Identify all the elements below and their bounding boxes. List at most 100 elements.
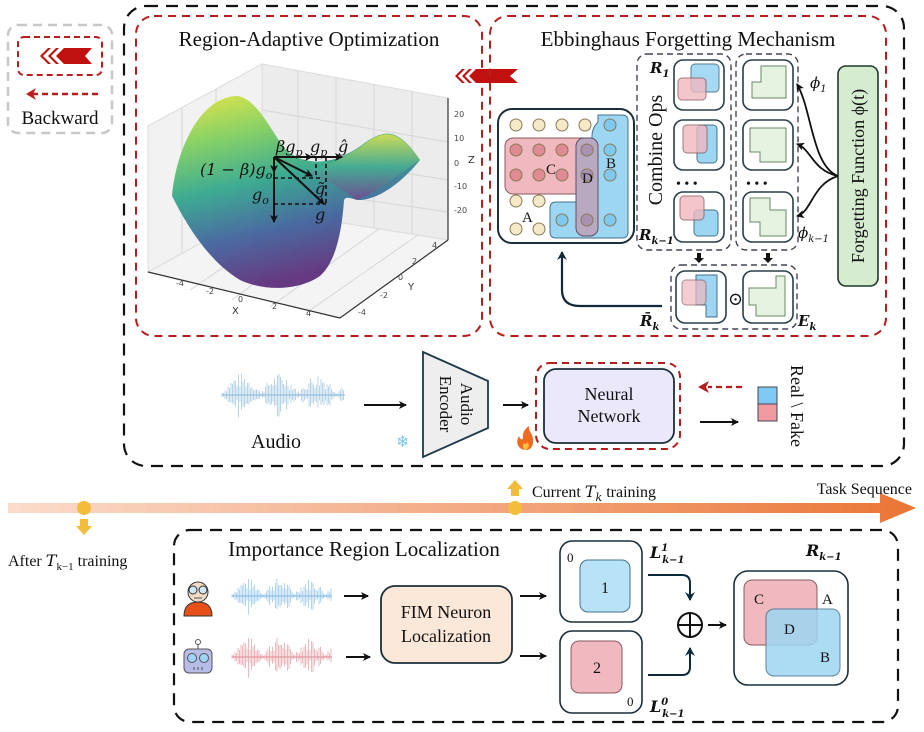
snowflake-icon: ❄ xyxy=(396,432,409,451)
rk1-region-c: C xyxy=(754,592,764,608)
x-axis-label: X xyxy=(232,306,239,317)
hadamard-operator: ⊙ xyxy=(728,289,743,309)
importance-region-panel: Importance Region Localization FIM Neur xyxy=(172,528,900,724)
forgetting-mask-k1 xyxy=(742,191,794,243)
mask2-zero: 0 xyxy=(627,694,634,709)
rk1-label: Rk−1 xyxy=(638,226,674,247)
svg-text:-20: -20 xyxy=(454,206,467,215)
fire-icon xyxy=(517,426,534,450)
region-mask-r2 xyxy=(673,119,725,171)
current-task-label: Current Tk training xyxy=(532,482,656,504)
arrow-l1-to-sum xyxy=(648,574,695,601)
arrow-l0-to-sum xyxy=(648,647,695,676)
forgetting-mask-column: • • • xyxy=(735,53,799,251)
svg-text:-2: -2 xyxy=(206,287,214,296)
mask2-value: 2 xyxy=(593,660,601,677)
importance-title: Importance Region Localization xyxy=(228,537,500,561)
dashed-arrow-left-icon xyxy=(26,88,98,100)
neuron-region-grid: C D B A xyxy=(497,108,635,244)
forgetting-mask-2 xyxy=(742,119,794,171)
y-axis-ticks: -4 -2 0 2 4 xyxy=(358,241,437,317)
down-arrow-icon xyxy=(76,519,92,535)
region-adaptive-panel: Region-Adaptive Optimization xyxy=(135,15,483,337)
phik1-label: ϕk−1 xyxy=(798,224,829,245)
region-d-label: D xyxy=(582,171,593,187)
region-adaptive-title: Region-Adaptive Optimization xyxy=(179,27,440,51)
gradient-vectors xyxy=(270,153,343,223)
svg-text:-2: -2 xyxy=(380,291,388,300)
training-panel xyxy=(122,4,906,468)
after-task-label: After Tk−1 training xyxy=(8,551,127,573)
svg-text:0: 0 xyxy=(454,159,459,168)
forgetting-function-box: Forgetting Function ϕ(t) ϕ1 ϕk−1 xyxy=(796,65,879,287)
combine-ops-label: Combine Ops xyxy=(645,95,667,206)
real-fake-label: Real \ Fake xyxy=(787,365,807,447)
rk1-region-b: B xyxy=(820,650,830,666)
ebbinghaus-panel: Ebbinghaus Forgetting Mechanism C D B A … xyxy=(489,15,887,337)
rk1-region-d: D xyxy=(784,622,795,638)
r1-label: R1 xyxy=(649,59,669,80)
svg-text:-10: -10 xyxy=(454,182,467,191)
region-mask-rk1 xyxy=(673,191,725,243)
svg-text:0: 0 xyxy=(238,295,243,304)
rbar-k-label: R̄k xyxy=(639,311,659,333)
audio-waveform xyxy=(221,373,345,418)
up-arrow-icon xyxy=(507,480,523,496)
forgetting-function-label: Forgetting Function ϕ(t) xyxy=(848,89,869,263)
task-sequence-label: Task Sequence xyxy=(817,481,912,498)
combined-region-rk1: C A D B Rk−1 xyxy=(733,541,849,686)
svg-text:20: 20 xyxy=(454,110,464,119)
region-mask-r1 xyxy=(673,59,725,111)
mask1-value: 1 xyxy=(601,580,609,597)
region-c-label: C xyxy=(546,162,556,178)
combine-ops-column: Combine Ops • • • R1 Rk−1 xyxy=(636,53,732,251)
chevron-arrow-left-icon xyxy=(40,48,92,64)
y-axis-label: Y xyxy=(407,282,415,293)
feedback-arrow xyxy=(557,251,662,308)
task-sequence-timeline: Current Tk training Task Sequence After … xyxy=(8,480,916,573)
svg-text:2: 2 xyxy=(272,302,277,311)
backward-label: Backward xyxy=(21,108,99,129)
mask1-zero: 0 xyxy=(567,550,574,565)
robot-speaker-icon xyxy=(183,639,213,674)
neural-network-box: Neural Network xyxy=(535,362,681,450)
fim-label-1: FIM Neuron xyxy=(401,602,492,622)
human-speaker-icon xyxy=(183,581,213,617)
svg-text:-4: -4 xyxy=(358,308,366,317)
audio-encoder: Audio Encoder xyxy=(422,350,489,459)
rk1-title-label: Rk−1 xyxy=(805,541,842,563)
g-tilde-label: g̃ xyxy=(315,179,325,198)
svg-text:-4: -4 xyxy=(176,279,184,288)
gp-label: gp xyxy=(310,137,327,159)
current-task-marker xyxy=(508,501,522,515)
go-label: go xyxy=(252,185,269,207)
region-b-label: B xyxy=(606,156,616,172)
neural-network-label-1: Neural xyxy=(585,384,634,404)
forgetting-mask-1 xyxy=(742,59,794,111)
fim-neuron-localization-box: FIM Neuron Localization xyxy=(380,585,513,664)
neural-network-label-2: Network xyxy=(578,406,641,426)
svg-text:10: 10 xyxy=(454,134,464,143)
human-waveform xyxy=(231,578,332,615)
down-arrows xyxy=(694,253,773,263)
output-prediction-bar xyxy=(757,386,778,422)
svg-text:4: 4 xyxy=(306,309,311,318)
dashed-arrow-left-icon xyxy=(698,381,742,393)
saddle-surface xyxy=(172,96,420,288)
ebbinghaus-title: Ebbinghaus Forgetting Mechanism xyxy=(541,27,836,51)
combined-result: ⊙ R̄k Ek xyxy=(639,264,816,333)
after-task-marker xyxy=(77,501,91,515)
sum-operator xyxy=(677,612,703,638)
fim-label-2: Localization xyxy=(401,626,491,646)
encoder-label-1: Audio xyxy=(457,383,476,426)
rk1-region-a: A xyxy=(822,592,833,608)
dots-right: • • • xyxy=(746,177,768,192)
x-axis-ticks: -4 -2 0 2 4 xyxy=(176,279,311,318)
beta-gp-label: βgp xyxy=(275,137,303,159)
z-axis-label: Z xyxy=(468,155,475,166)
